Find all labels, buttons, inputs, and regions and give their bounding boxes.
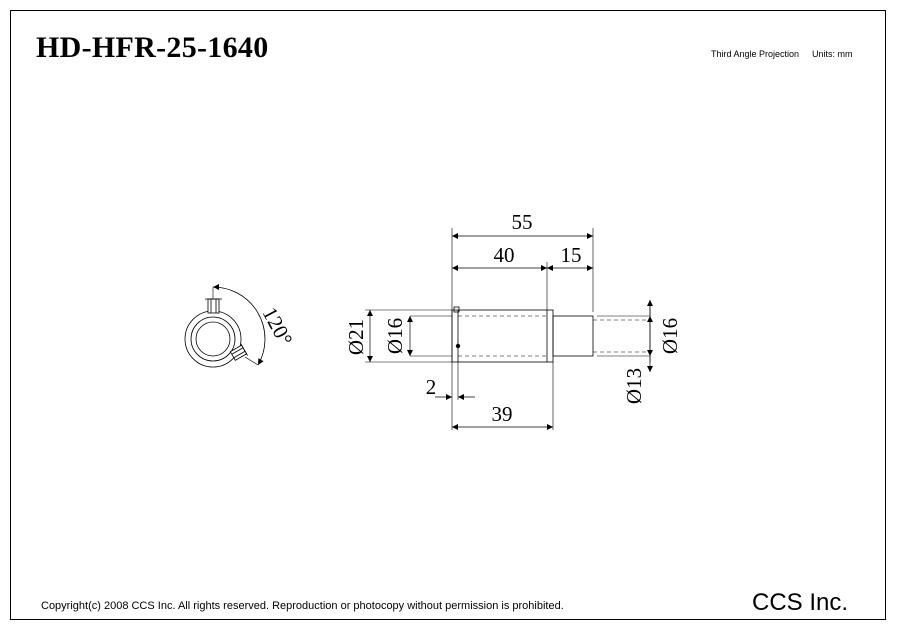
- dim-text-39: 39: [492, 402, 513, 426]
- dim-text-15: 15: [561, 243, 582, 267]
- units-label: Units: mm: [812, 49, 853, 59]
- angle-arc: [212, 284, 266, 366]
- tip-outline: [552, 315, 594, 357]
- projection-label: Third Angle Projection: [711, 49, 800, 59]
- set-screw-top: [205, 298, 222, 314]
- side-view: [451, 306, 650, 363]
- drawing-border: [10, 10, 886, 620]
- screw-hole-top: [453, 306, 460, 313]
- end-view-middle-circle: [190, 316, 236, 362]
- dim-text-55: 55: [512, 210, 533, 234]
- end-view: [184, 284, 266, 368]
- screw-hole-side: [455, 343, 461, 349]
- end-view-outer-circle: [184, 310, 242, 368]
- dim-text-d16-left: Ø16: [383, 318, 407, 354]
- copyright-notice: Copyright(c) 2008 CCS Inc. All rights re…: [41, 600, 564, 612]
- dim-text-2: 2: [426, 375, 437, 399]
- dim-text-d21: Ø21: [344, 319, 368, 355]
- company-name: CCS Inc.: [752, 589, 849, 616]
- dimension-lines: [367, 233, 653, 430]
- end-view-inner-circle: [195, 321, 231, 357]
- dim-text-d13: Ø13: [622, 368, 646, 404]
- dim-text-40: 40: [494, 243, 515, 267]
- dim-text-d16-right: Ø16: [658, 318, 682, 354]
- part-number-title: HD-HFR-25-1640: [36, 31, 269, 64]
- body-outline: [451, 309, 554, 363]
